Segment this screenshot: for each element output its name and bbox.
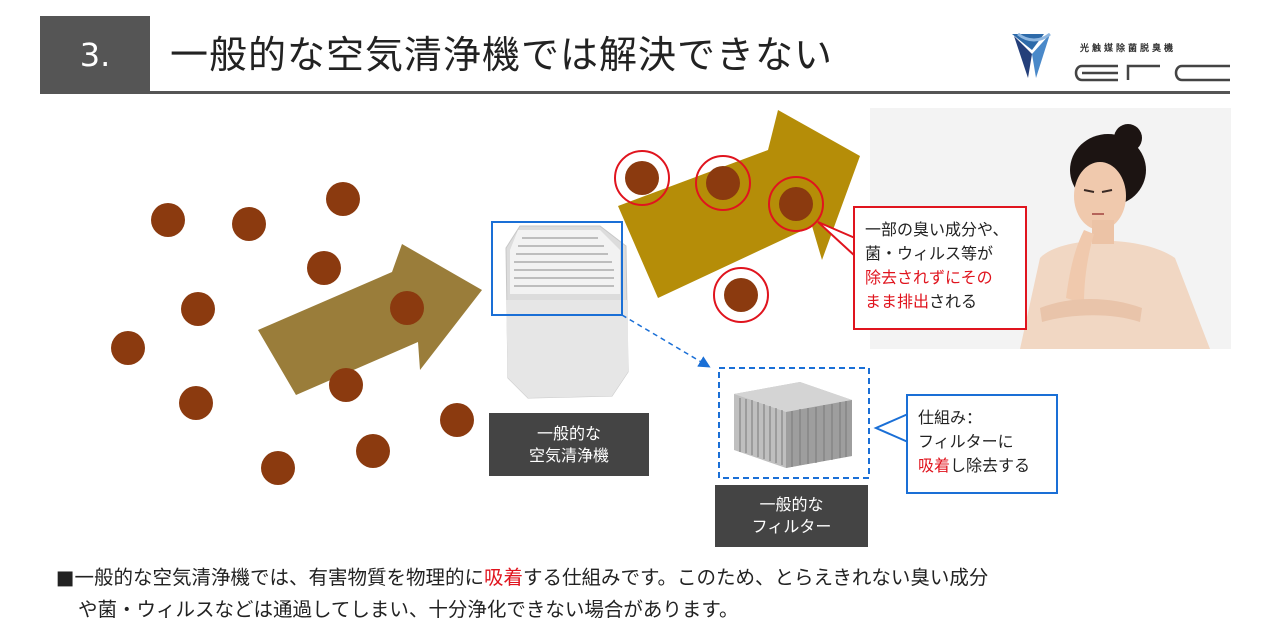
summary-line2: や菌・ウィルスなどは通過してしまい、十分浄化できない場合があります。 [78,598,739,621]
logo-tagline: 光触媒除菌脱臭機 [1080,44,1177,54]
mechanism-callout-line3: し除去する [950,456,1031,475]
particle-icon [181,292,215,326]
particle-icon [390,291,424,325]
particle-icon [779,187,813,221]
title-underline [150,91,1230,94]
particle-icon [111,331,145,365]
emission-callout-line3: 除去されずにその [865,268,993,287]
flow-arrow-icon [258,244,482,395]
purifier-label-line1: 一般的な [536,423,601,443]
emission-callout-line1: 一部の臭い成分や、 [865,220,1009,239]
filter-frame [718,367,870,479]
particle-icon [356,434,390,468]
particle-ring [614,150,670,206]
mechanism-callout: 仕組み： フィルターに 吸着し除去する [906,394,1058,494]
particle-ring [695,155,751,211]
dashed-connector [621,314,711,368]
emission-callout-line4: される [929,292,978,311]
summary-text: ■一般的な空気清浄機では、有害物質を物理的に吸着する仕組みです。このため、とらえ… [56,562,1246,626]
filter-label-line1: 一般的な [759,495,824,514]
summary-line1-a: 一般的な空気清浄機では、有害物質を物理的に [74,566,484,589]
page-title: 一般的な空気清浄機では解決できない [170,33,834,77]
particle-icon [625,161,659,195]
emission-callout-line4-red: まま排出 [865,292,930,311]
logo-mark-icon [1012,32,1230,82]
emission-callout-line2: 菌・ウィルス等が [865,244,994,263]
particle-icon [307,251,341,285]
slide-number: 3. [40,16,150,94]
emission-callout: 一部の臭い成分や、 菌・ウィルス等が 除去されずにその まま排出される [853,206,1027,330]
particle-ring [713,267,769,323]
filter-icon [734,382,852,468]
particle-icon [151,203,185,237]
purifier-label: 一般的な 空気清浄機 [489,413,649,476]
bullet-square: ■ [56,566,75,589]
particle-icon [232,207,266,241]
particle-icon [440,403,474,437]
filter-label: 一般的な フィルター [715,485,868,547]
callout-pointer [873,412,909,444]
purifier-label-line2: 空気清浄機 [528,445,609,465]
mechanism-callout-line2: フィルターに [918,432,1014,451]
particle-icon [179,386,213,420]
summary-line1-red: 吸着 [483,566,523,589]
summary-line1-b: する仕組みです。このため、とらえきれない臭い成分 [522,566,989,589]
filter-label-line2: フィルター [751,517,832,536]
particle-icon [724,278,758,312]
particle-icon [329,368,363,402]
particle-ring [768,176,824,232]
particle-icon [261,451,295,485]
mechanism-callout-line1: 仕組み： [918,408,983,427]
particle-icon [326,182,360,216]
mechanism-callout-line3-red: 吸着 [918,456,951,475]
particle-icon [706,166,740,200]
air-purifier-icon [505,225,629,399]
purifier-highlight [491,221,623,316]
